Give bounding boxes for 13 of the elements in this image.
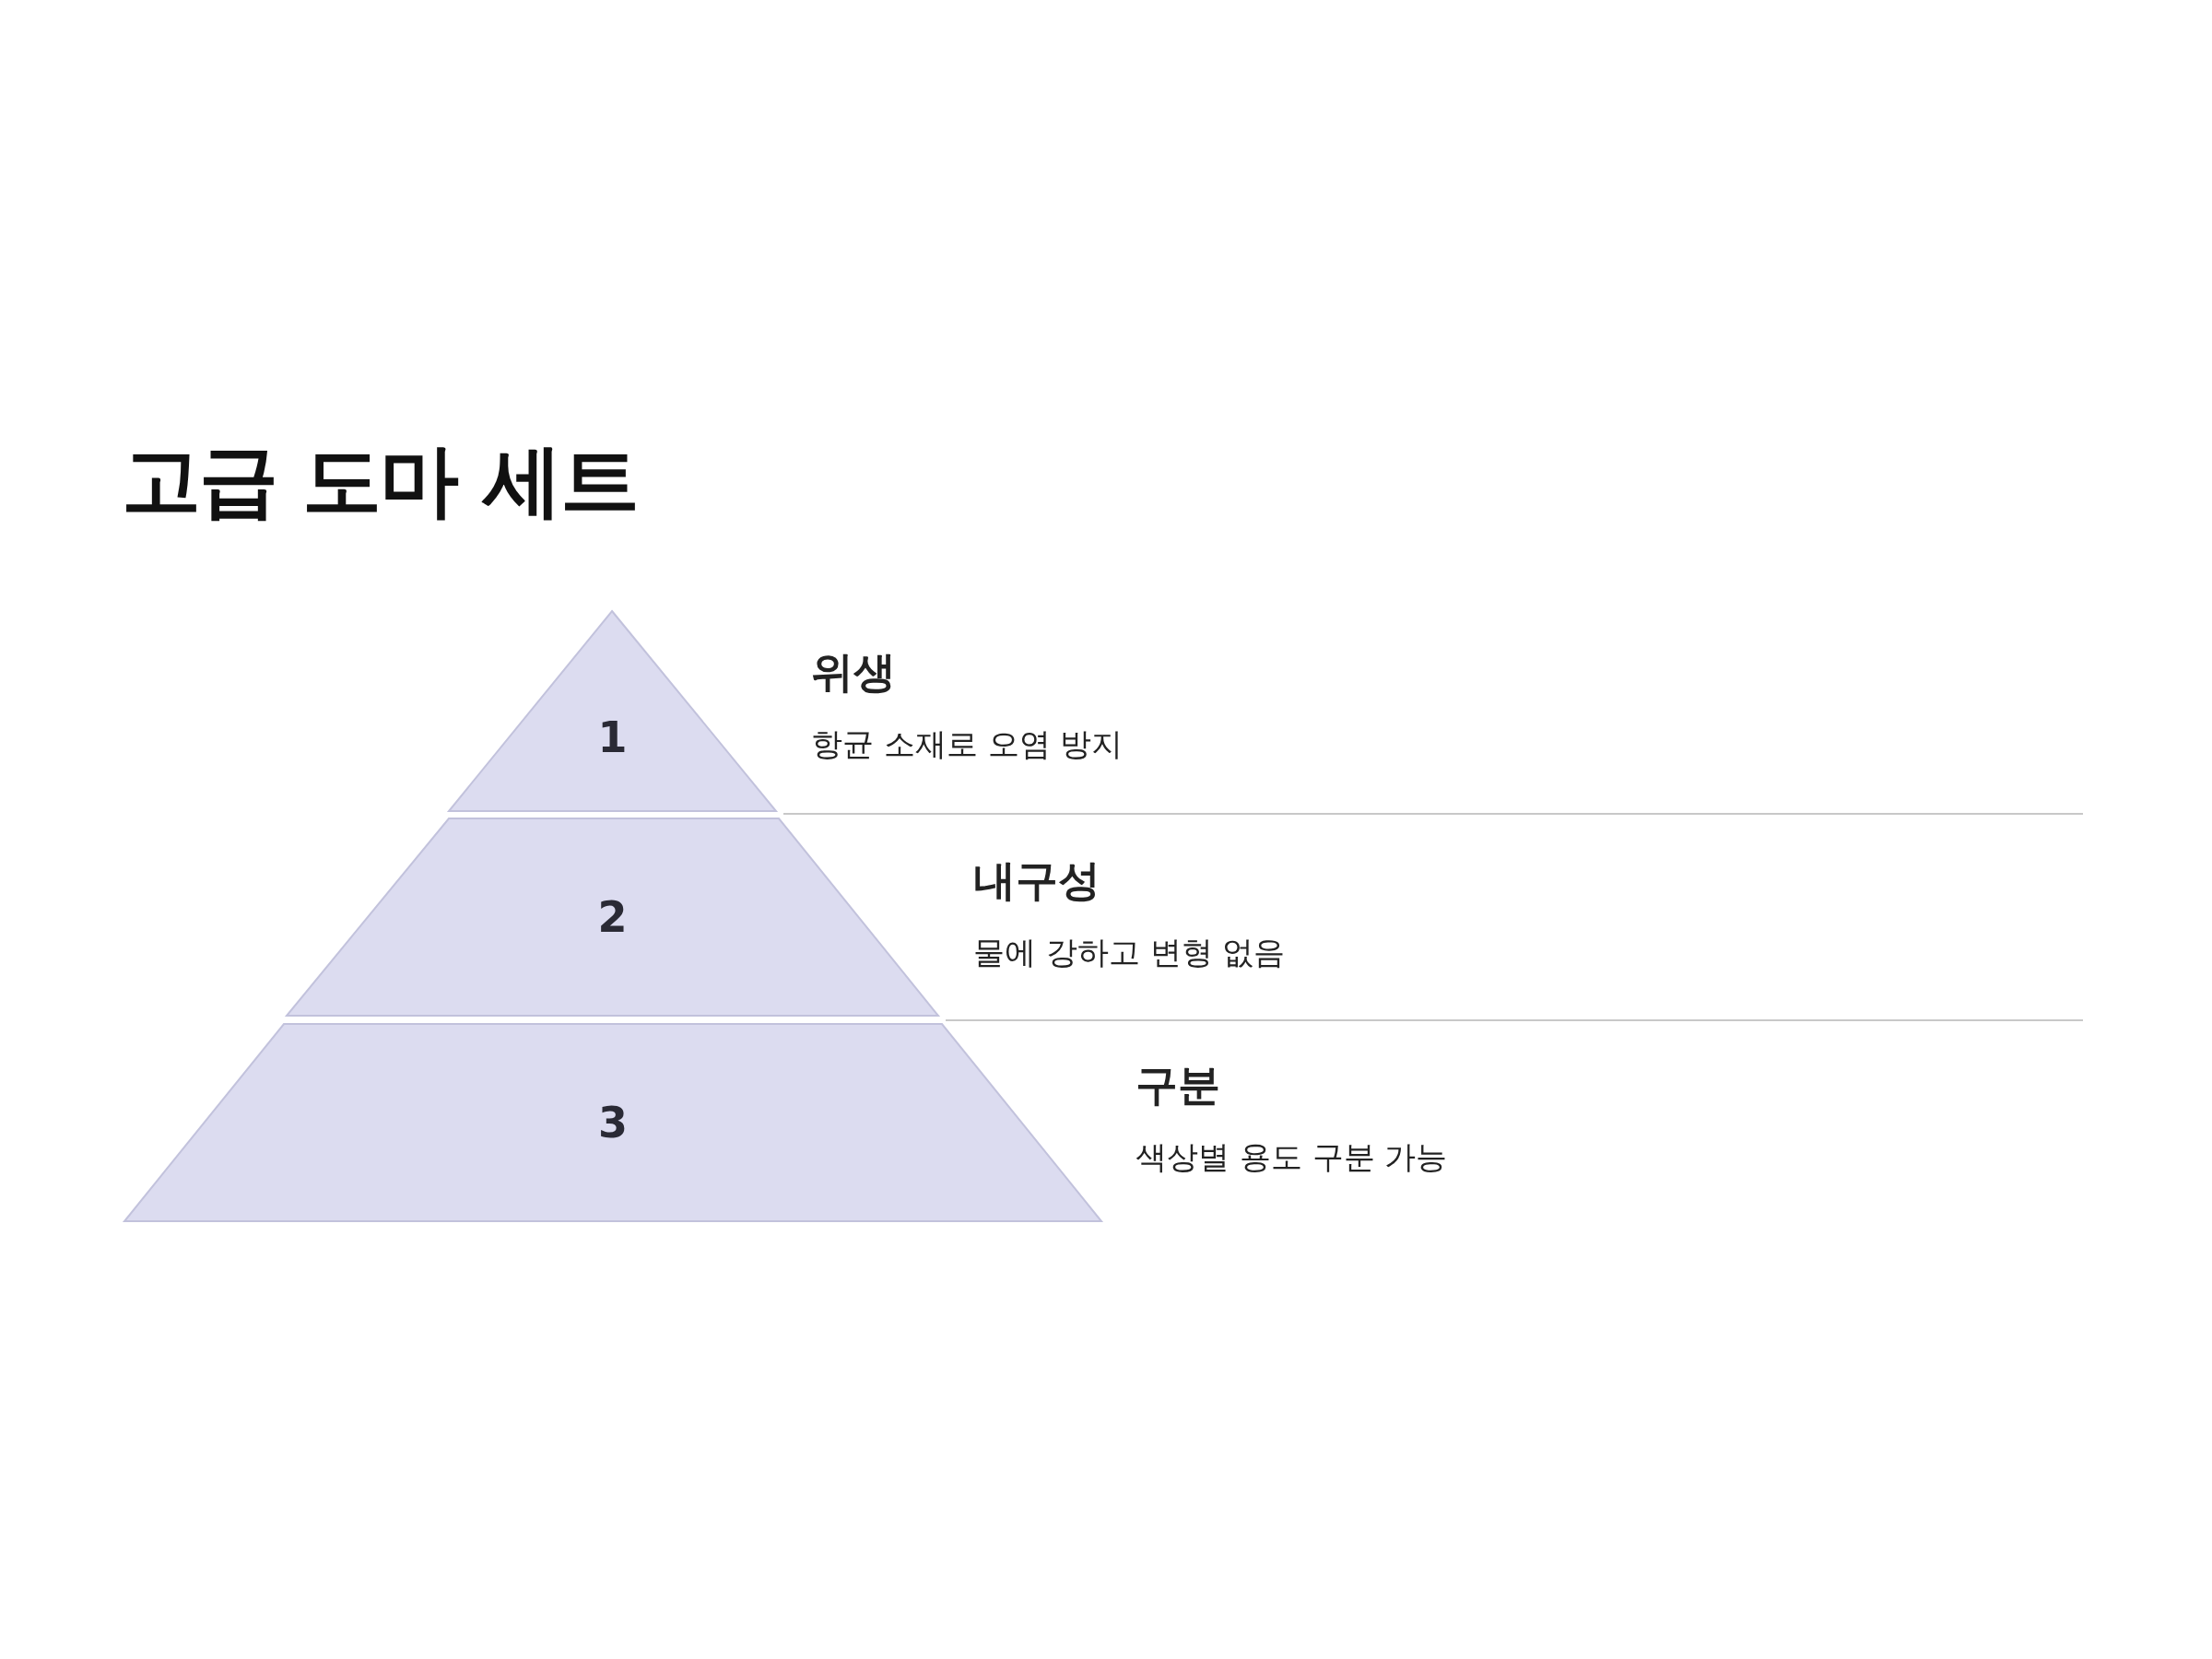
tier-description: 항균 소재로 오염 방지 (811, 728, 1124, 759)
tier-number: 2 (596, 896, 629, 938)
tier-heading: 구분 (1135, 1064, 1220, 1106)
pyramid-tier (124, 1024, 1101, 1221)
tier-number: 1 (596, 716, 629, 759)
pyramid-tier (287, 818, 938, 1016)
tier-description: 색상별 용도 구분 가능 (1135, 1141, 1448, 1172)
tier-heading: 위생 (811, 651, 896, 693)
tier-heading: 내구성 (973, 859, 1100, 901)
tier-description: 물에 강하고 변형 없음 (973, 936, 1286, 968)
pyramid-triangle (449, 611, 776, 811)
tier-number: 3 (597, 1101, 629, 1144)
title: 고급 도마 세트 (122, 441, 638, 520)
